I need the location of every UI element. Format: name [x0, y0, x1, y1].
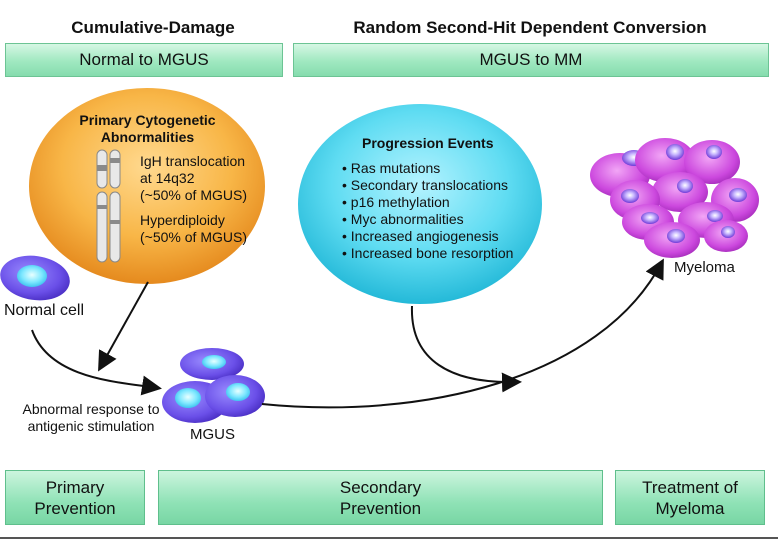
progression-item: Secondary translocations — [342, 177, 513, 194]
mgus-label: MGUS — [190, 426, 235, 443]
bar-normal-to-mgus-label: Normal to MGUS — [79, 50, 209, 69]
secondary-prevention-line1: Secondary — [339, 477, 422, 497]
arrow-mgus-to-myeloma — [261, 258, 664, 409]
progression-item: Increased angiogenesis — [342, 228, 513, 245]
treatment-line2: Myeloma — [655, 498, 725, 518]
treatment-line1: Treatment of — [642, 477, 738, 497]
mgus-cells-icon — [162, 348, 265, 423]
normal-cell-label: Normal cell — [4, 302, 85, 319]
hyperdiploidy-text: Hyperdiploidy (~50% of MGUS) — [140, 212, 247, 246]
primary-prevention-line2: Prevention — [34, 498, 116, 518]
progression-item: p16 methylation — [342, 194, 513, 211]
secondary-prevention-line2: Prevention — [339, 498, 422, 518]
arrow-progression-to-path — [410, 305, 522, 393]
hyper-line1: Hyperdiploidy — [140, 212, 225, 228]
igh-line2: at 14q32 — [140, 170, 195, 186]
primary-title-line1: Primary Cytogenetic — [79, 112, 216, 128]
arrow-abnormalities-to-mgus — [98, 281, 149, 372]
myeloma-label: Myeloma — [674, 259, 735, 276]
header-second-hit: Random Second-Hit Dependent Conversion — [353, 18, 707, 37]
progression-title: Progression Events — [362, 135, 494, 151]
primary-title-line2: Abnormalities — [100, 129, 195, 145]
abnormal-response-label: Abnormal response to antigenic stimulati… — [16, 401, 166, 435]
igh-translocation-text: IgH translocation at 14q32 (~50% of MGUS… — [140, 153, 247, 204]
primary-title: Primary Cytogenetic Abnormalities — [60, 112, 235, 146]
hyper-line2: (~50% of MGUS) — [140, 229, 247, 245]
bar-mgus-to-mm: MGUS to MM — [293, 43, 769, 77]
header-cumulative-damage: Cumulative-Damage — [71, 18, 235, 37]
bottom-secondary-prevention: Secondary Prevention — [158, 470, 603, 525]
progression-item: Ras mutations — [342, 160, 513, 177]
normal-cell-icon — [0, 255, 70, 301]
igh-line3: (~50% of MGUS) — [140, 187, 247, 203]
bottom-treatment-of-myeloma: Treatment of Myeloma — [615, 470, 765, 525]
progression-item: Increased bone resorption — [342, 245, 514, 262]
progression-item: Myc abnormalities — [342, 211, 513, 228]
myeloma-cells-icon — [590, 138, 759, 258]
primary-abnormalities-ellipse — [29, 88, 265, 284]
bar-mgus-to-mm-label: MGUS to MM — [479, 50, 583, 69]
igh-line1: IgH translocation — [140, 153, 246, 169]
progression-list: Ras mutations Secondary translocations p… — [342, 160, 514, 262]
bar-normal-to-mgus: Normal to MGUS — [5, 43, 283, 77]
abnormal-line1: Abnormal response to — [22, 401, 160, 417]
arrow-normal-to-mgus — [31, 329, 162, 396]
primary-prevention-line1: Primary — [45, 477, 105, 497]
abnormal-line2: antigenic stimulation — [27, 418, 155, 434]
bottom-primary-prevention: Primary Prevention — [5, 470, 145, 525]
bottom-divider — [0, 537, 778, 539]
